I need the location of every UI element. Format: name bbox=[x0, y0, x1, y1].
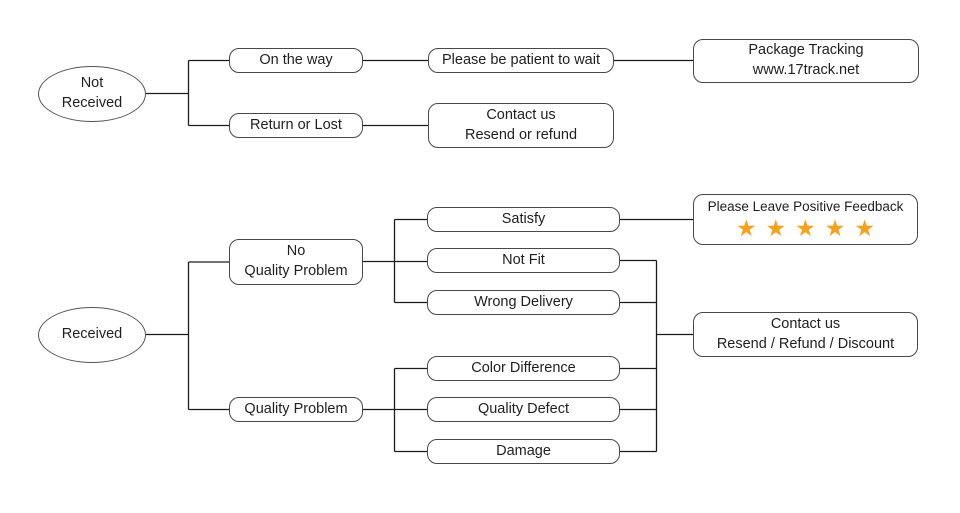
node-wrong-delivery: Wrong Delivery bbox=[427, 290, 620, 315]
node-quality-defect: Quality Defect bbox=[427, 397, 620, 422]
node-contact-us-resend-refund-discount: Contact us Resend / Refund / Discount bbox=[693, 312, 918, 357]
node-color-difference: Color Difference bbox=[427, 356, 620, 381]
node-on-the-way: On the way bbox=[229, 48, 363, 73]
positive-feedback-label: Please Leave Positive Feedback bbox=[707, 199, 904, 215]
node-satisfy: Satisfy bbox=[427, 207, 620, 232]
node-not-received: Not Received bbox=[38, 66, 146, 122]
node-not-fit: Not Fit bbox=[427, 248, 620, 273]
node-package-tracking: Package Tracking www.17track.net bbox=[693, 39, 919, 83]
node-damage: Damage bbox=[427, 439, 620, 464]
node-contact-us-resend-refund: Contact us Resend or refund bbox=[428, 103, 614, 148]
node-please-be-patient: Please be patient to wait bbox=[428, 48, 614, 73]
node-positive-feedback: Please Leave Positive Feedback ★★★★★ bbox=[693, 194, 918, 245]
node-no-quality-problem: No Quality Problem bbox=[229, 239, 363, 285]
node-received: Received bbox=[38, 307, 146, 363]
node-quality-problem: Quality Problem bbox=[229, 397, 363, 422]
five-star-rating-icon: ★★★★★ bbox=[735, 215, 885, 242]
node-return-or-lost: Return or Lost bbox=[229, 113, 363, 138]
